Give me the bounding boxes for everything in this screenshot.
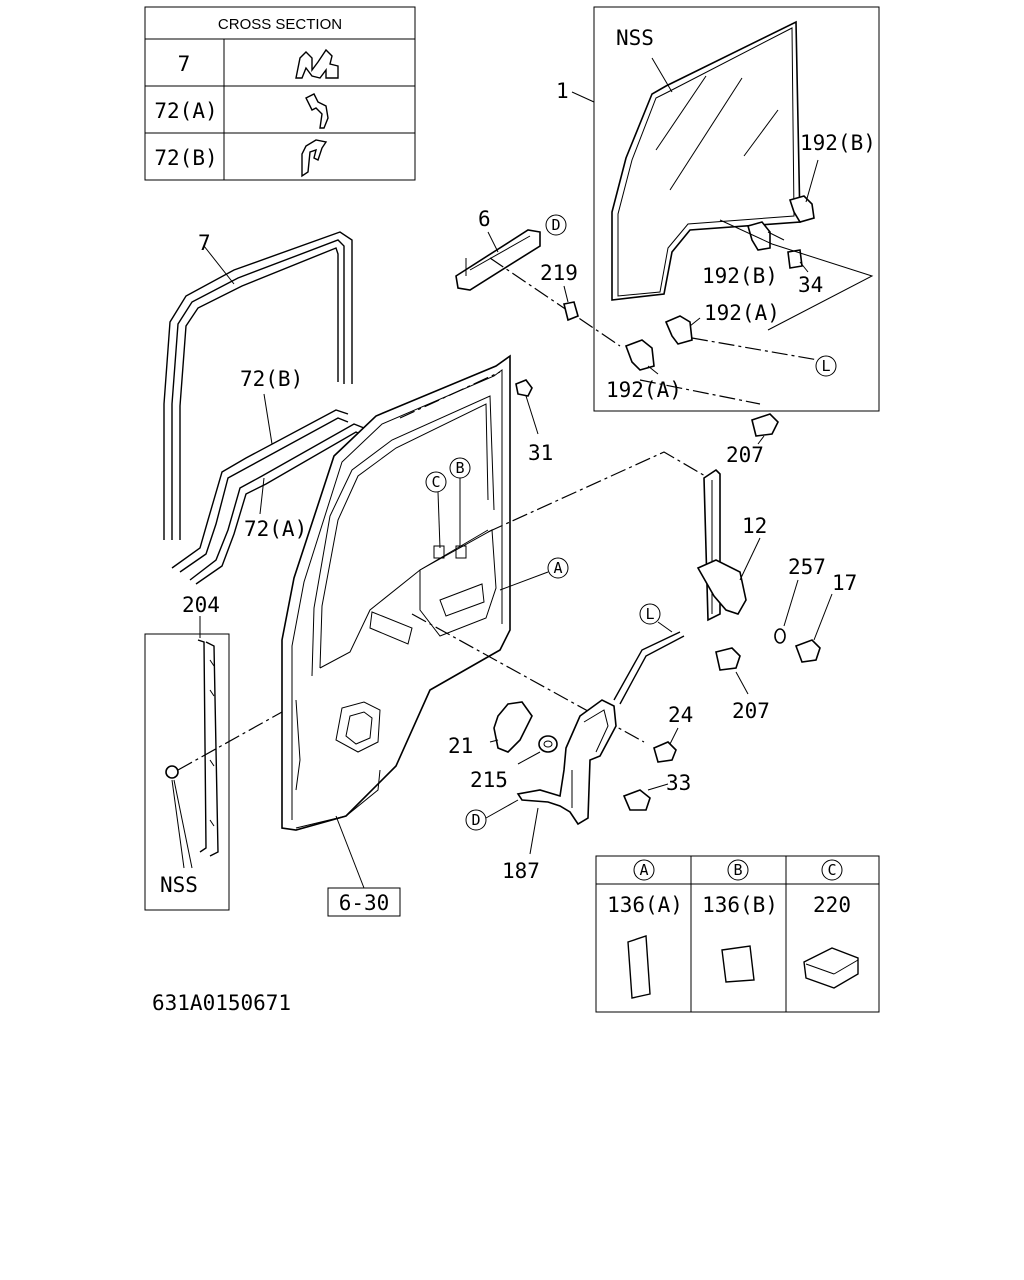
callout-7: 7 xyxy=(198,231,211,255)
weatherstrip-72b: 72(B) xyxy=(171,367,349,573)
callout-12: 12 xyxy=(742,514,767,538)
weatherstrip-72b-profile xyxy=(301,139,328,178)
bolt-17: 17 xyxy=(794,571,857,663)
seal-inset-204: 204 NSS xyxy=(144,593,283,911)
callout-6: 6 xyxy=(478,207,491,231)
handle-21: 21 xyxy=(448,701,533,758)
screw-33: 33 xyxy=(622,771,691,811)
bolt-207-top: 207 xyxy=(726,413,779,467)
callout-34: 34 xyxy=(798,273,823,297)
callout-219: 219 xyxy=(540,261,578,285)
regulator-rail-12: 12 xyxy=(696,468,767,622)
callout-1: 1 xyxy=(556,79,569,103)
bolt-207-bottom: 207 xyxy=(715,647,770,723)
clip-219: 219 xyxy=(540,261,579,322)
regulator-arm: L xyxy=(613,603,685,705)
callout-17: 17 xyxy=(832,571,857,595)
callout-187: 187 xyxy=(502,859,540,883)
legend-header-a: A xyxy=(639,861,648,879)
ref-b: B xyxy=(455,459,464,477)
glass-channel-192b-mid xyxy=(747,221,771,251)
callout-215: 215 xyxy=(470,768,508,792)
weatherstrip-7-profile xyxy=(295,48,339,79)
glass-channel-192a-right xyxy=(664,315,693,345)
ref-d-bottom: D xyxy=(471,811,480,829)
callout-207-top: 207 xyxy=(726,443,764,467)
legend-header-b: B xyxy=(733,861,742,879)
legend-table: A B C 136(A) 136(B) 220 xyxy=(595,855,880,1013)
callout-72b: 72(B) xyxy=(240,367,303,391)
callout-21: 21 xyxy=(448,734,473,758)
cross-section-row-72a-label: 72(A) xyxy=(154,99,217,123)
callout-31: 31 xyxy=(528,441,553,465)
plug-31: 31 xyxy=(515,379,553,465)
glass-channel-192b-top xyxy=(788,195,815,223)
glass-inset: 1 NSS 192(B) 192(B) 34 192(A) 192(A) L xyxy=(556,6,880,412)
callout-nss-glass: NSS xyxy=(616,26,654,50)
weatherstrip-7: 7 xyxy=(163,231,353,540)
clip-34 xyxy=(787,249,803,269)
callout-207-bottom: 207 xyxy=(732,699,770,723)
callout-192b-top: 192(B) xyxy=(800,131,876,155)
bolt-24: 24 xyxy=(653,703,693,763)
ref-c: C xyxy=(431,473,440,491)
weatherstrip-72a-profile xyxy=(305,93,329,129)
callout-nss-inset: NSS xyxy=(160,873,198,897)
door-panel: C B A xyxy=(281,354,713,831)
door-glass xyxy=(611,20,801,301)
callout-192b-mid: 192(B) xyxy=(702,264,778,288)
washer-257: 257 xyxy=(774,555,826,644)
cross-section-row-7-label: 7 xyxy=(178,52,191,76)
glass-channel-192a-left xyxy=(624,339,655,371)
legend-part-220: 220 xyxy=(813,893,851,917)
callout-page-ref: 6-30 xyxy=(339,891,390,915)
ref-d-top: D xyxy=(551,216,560,234)
cross-section-table: CROSS SECTION 7 72(A) 72(B) xyxy=(144,6,416,181)
page-reference: 6-30 xyxy=(327,815,401,917)
cross-section-title: CROSS SECTION xyxy=(218,16,342,33)
callout-257: 257 xyxy=(788,555,826,579)
callout-33: 33 xyxy=(666,771,691,795)
cross-section-row-72b-label: 72(B) xyxy=(154,146,217,170)
legend-part-136a: 136(A) xyxy=(607,893,683,917)
weatherstrip-72a: 72(A) xyxy=(189,423,365,585)
callout-204: 204 xyxy=(182,593,220,617)
guide-rail-6: D 6 xyxy=(455,207,621,347)
ref-a: A xyxy=(553,559,562,577)
legend-part-136b: 136(B) xyxy=(702,893,778,917)
pad-136a-shape xyxy=(627,935,651,999)
drawing-number: 631A0150671 xyxy=(152,991,291,1015)
callout-72a: 72(A) xyxy=(244,517,307,541)
callout-192a-right: 192(A) xyxy=(704,301,780,325)
legend-header-c: C xyxy=(827,861,836,879)
regulator-187: D 187 xyxy=(465,699,617,883)
callout-24: 24 xyxy=(668,703,693,727)
clip-220-shape xyxy=(803,947,859,989)
ref-l-glass: L xyxy=(821,357,830,375)
pad-136b-shape xyxy=(721,945,755,983)
washer-215: 215 xyxy=(470,735,558,792)
callout-192a-left: 192(A) xyxy=(606,378,682,402)
ref-l-reg: L xyxy=(645,605,654,623)
